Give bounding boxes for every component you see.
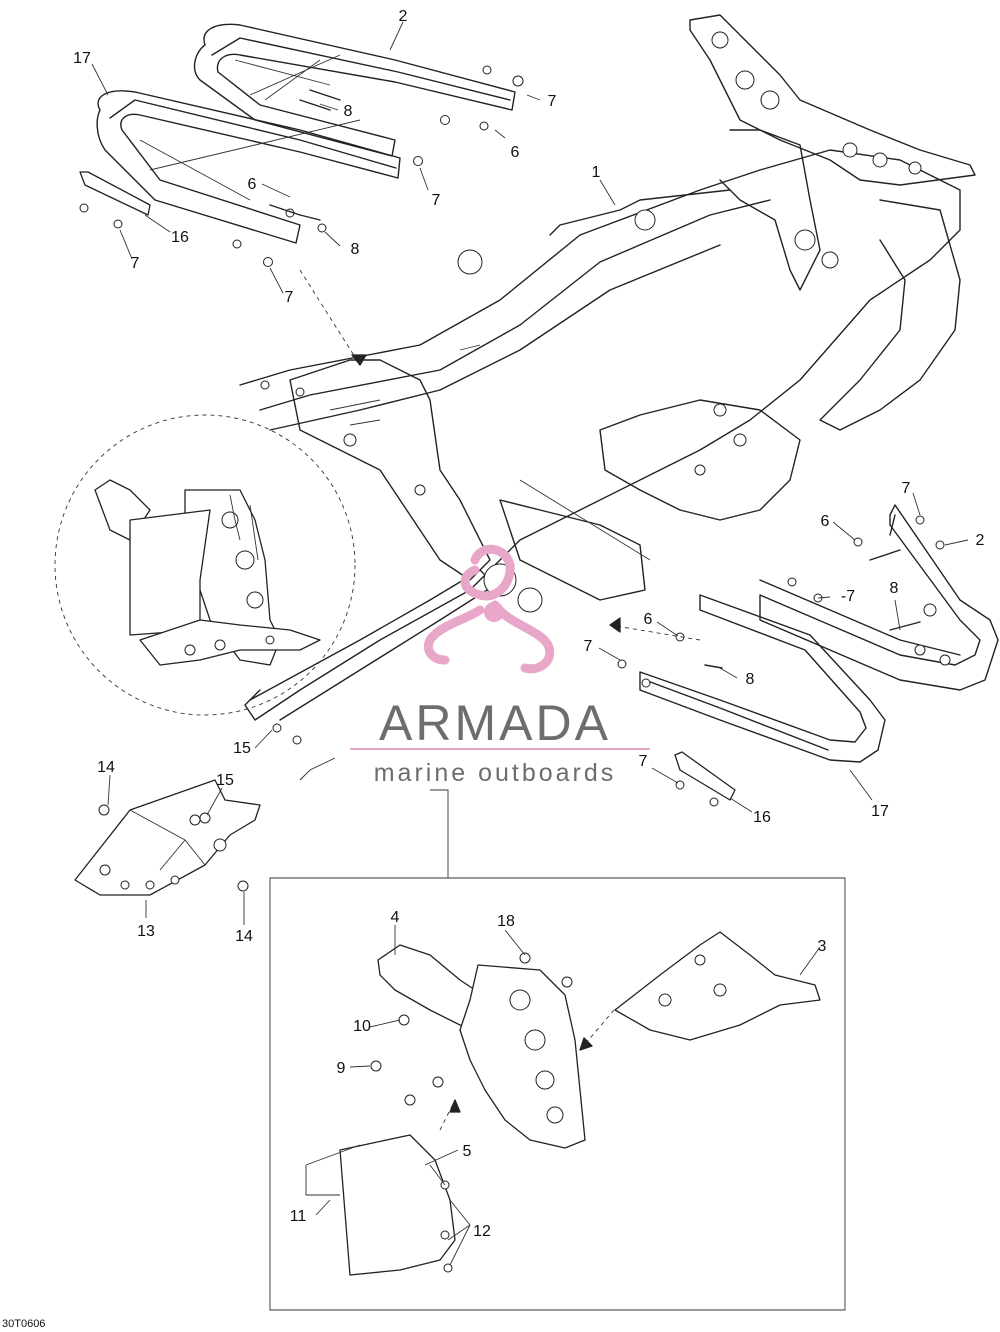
callout-6: 6: [248, 176, 257, 193]
armada-watermark: ARMADA marine outboards: [350, 544, 650, 787]
callout-8: 8: [351, 241, 360, 258]
callout-7: 7: [432, 192, 441, 209]
callout-4: 4: [391, 909, 400, 926]
front-rack-bottom: [639, 594, 886, 801]
callout-9: 9: [337, 1060, 346, 1077]
callout-10: 10: [353, 1018, 371, 1035]
callout-5: 5: [463, 1143, 472, 1160]
callout-12: 12: [473, 1223, 491, 1240]
arrow-heads: [351, 354, 621, 1113]
rear-rack-top: [193, 23, 516, 157]
callout-7: 7: [639, 753, 648, 770]
callout-16: 16: [171, 229, 189, 246]
callout-2: 2: [399, 8, 408, 25]
callout-17: 17: [871, 803, 889, 820]
callout-1: 1: [592, 164, 601, 181]
watermark-subtitle: marine outboards: [374, 759, 617, 787]
callout-16: 16: [753, 809, 771, 826]
armada-logo-icon: [423, 544, 555, 674]
callout-14: 14: [97, 759, 115, 776]
callout-7: 7: [902, 480, 911, 497]
callout-14: 14: [235, 928, 253, 945]
fasteners-top: [79, 65, 524, 267]
fasteners-lower-right: [617, 515, 945, 807]
callout-7: 7: [131, 255, 140, 272]
figure-code: 30T0606: [2, 1318, 45, 1330]
main-frame: [239, 14, 976, 721]
watermark-title: ARMADA: [379, 695, 611, 751]
callout-labels: 2 17 7 8 6 1 6 7 16 8 7 7 7 6 2 8 -7 6 7…: [73, 8, 984, 1240]
callout-7: 7: [548, 93, 557, 110]
callout-8: 8: [890, 580, 899, 597]
callout-6: 6: [644, 611, 653, 628]
detail-circle-view: [54, 414, 356, 716]
callout-17: 17: [73, 50, 91, 67]
bracket-16-top: [79, 171, 151, 216]
callout-7: -7: [841, 588, 855, 605]
watermark-divider: [350, 748, 650, 750]
callout-3: 3: [818, 938, 827, 955]
callout-6: 6: [511, 144, 520, 161]
callout-15: 15: [233, 740, 251, 757]
callout-18: 18: [497, 913, 515, 930]
callout-8: 8: [344, 103, 353, 120]
inset-detail: [269, 877, 846, 1311]
callout-2: 2: [976, 532, 985, 549]
callout-7: 7: [285, 289, 294, 306]
callout-15: 15: [216, 772, 234, 789]
callout-7: 7: [584, 638, 593, 655]
callout-11: 11: [290, 1208, 307, 1225]
callout-6: 6: [821, 513, 830, 530]
callout-8: 8: [746, 671, 755, 688]
rear-rack-bottom: [759, 504, 999, 691]
lower-bracket-13: [74, 723, 302, 896]
callout-13: 13: [137, 923, 155, 940]
front-rack-top: [96, 90, 401, 244]
